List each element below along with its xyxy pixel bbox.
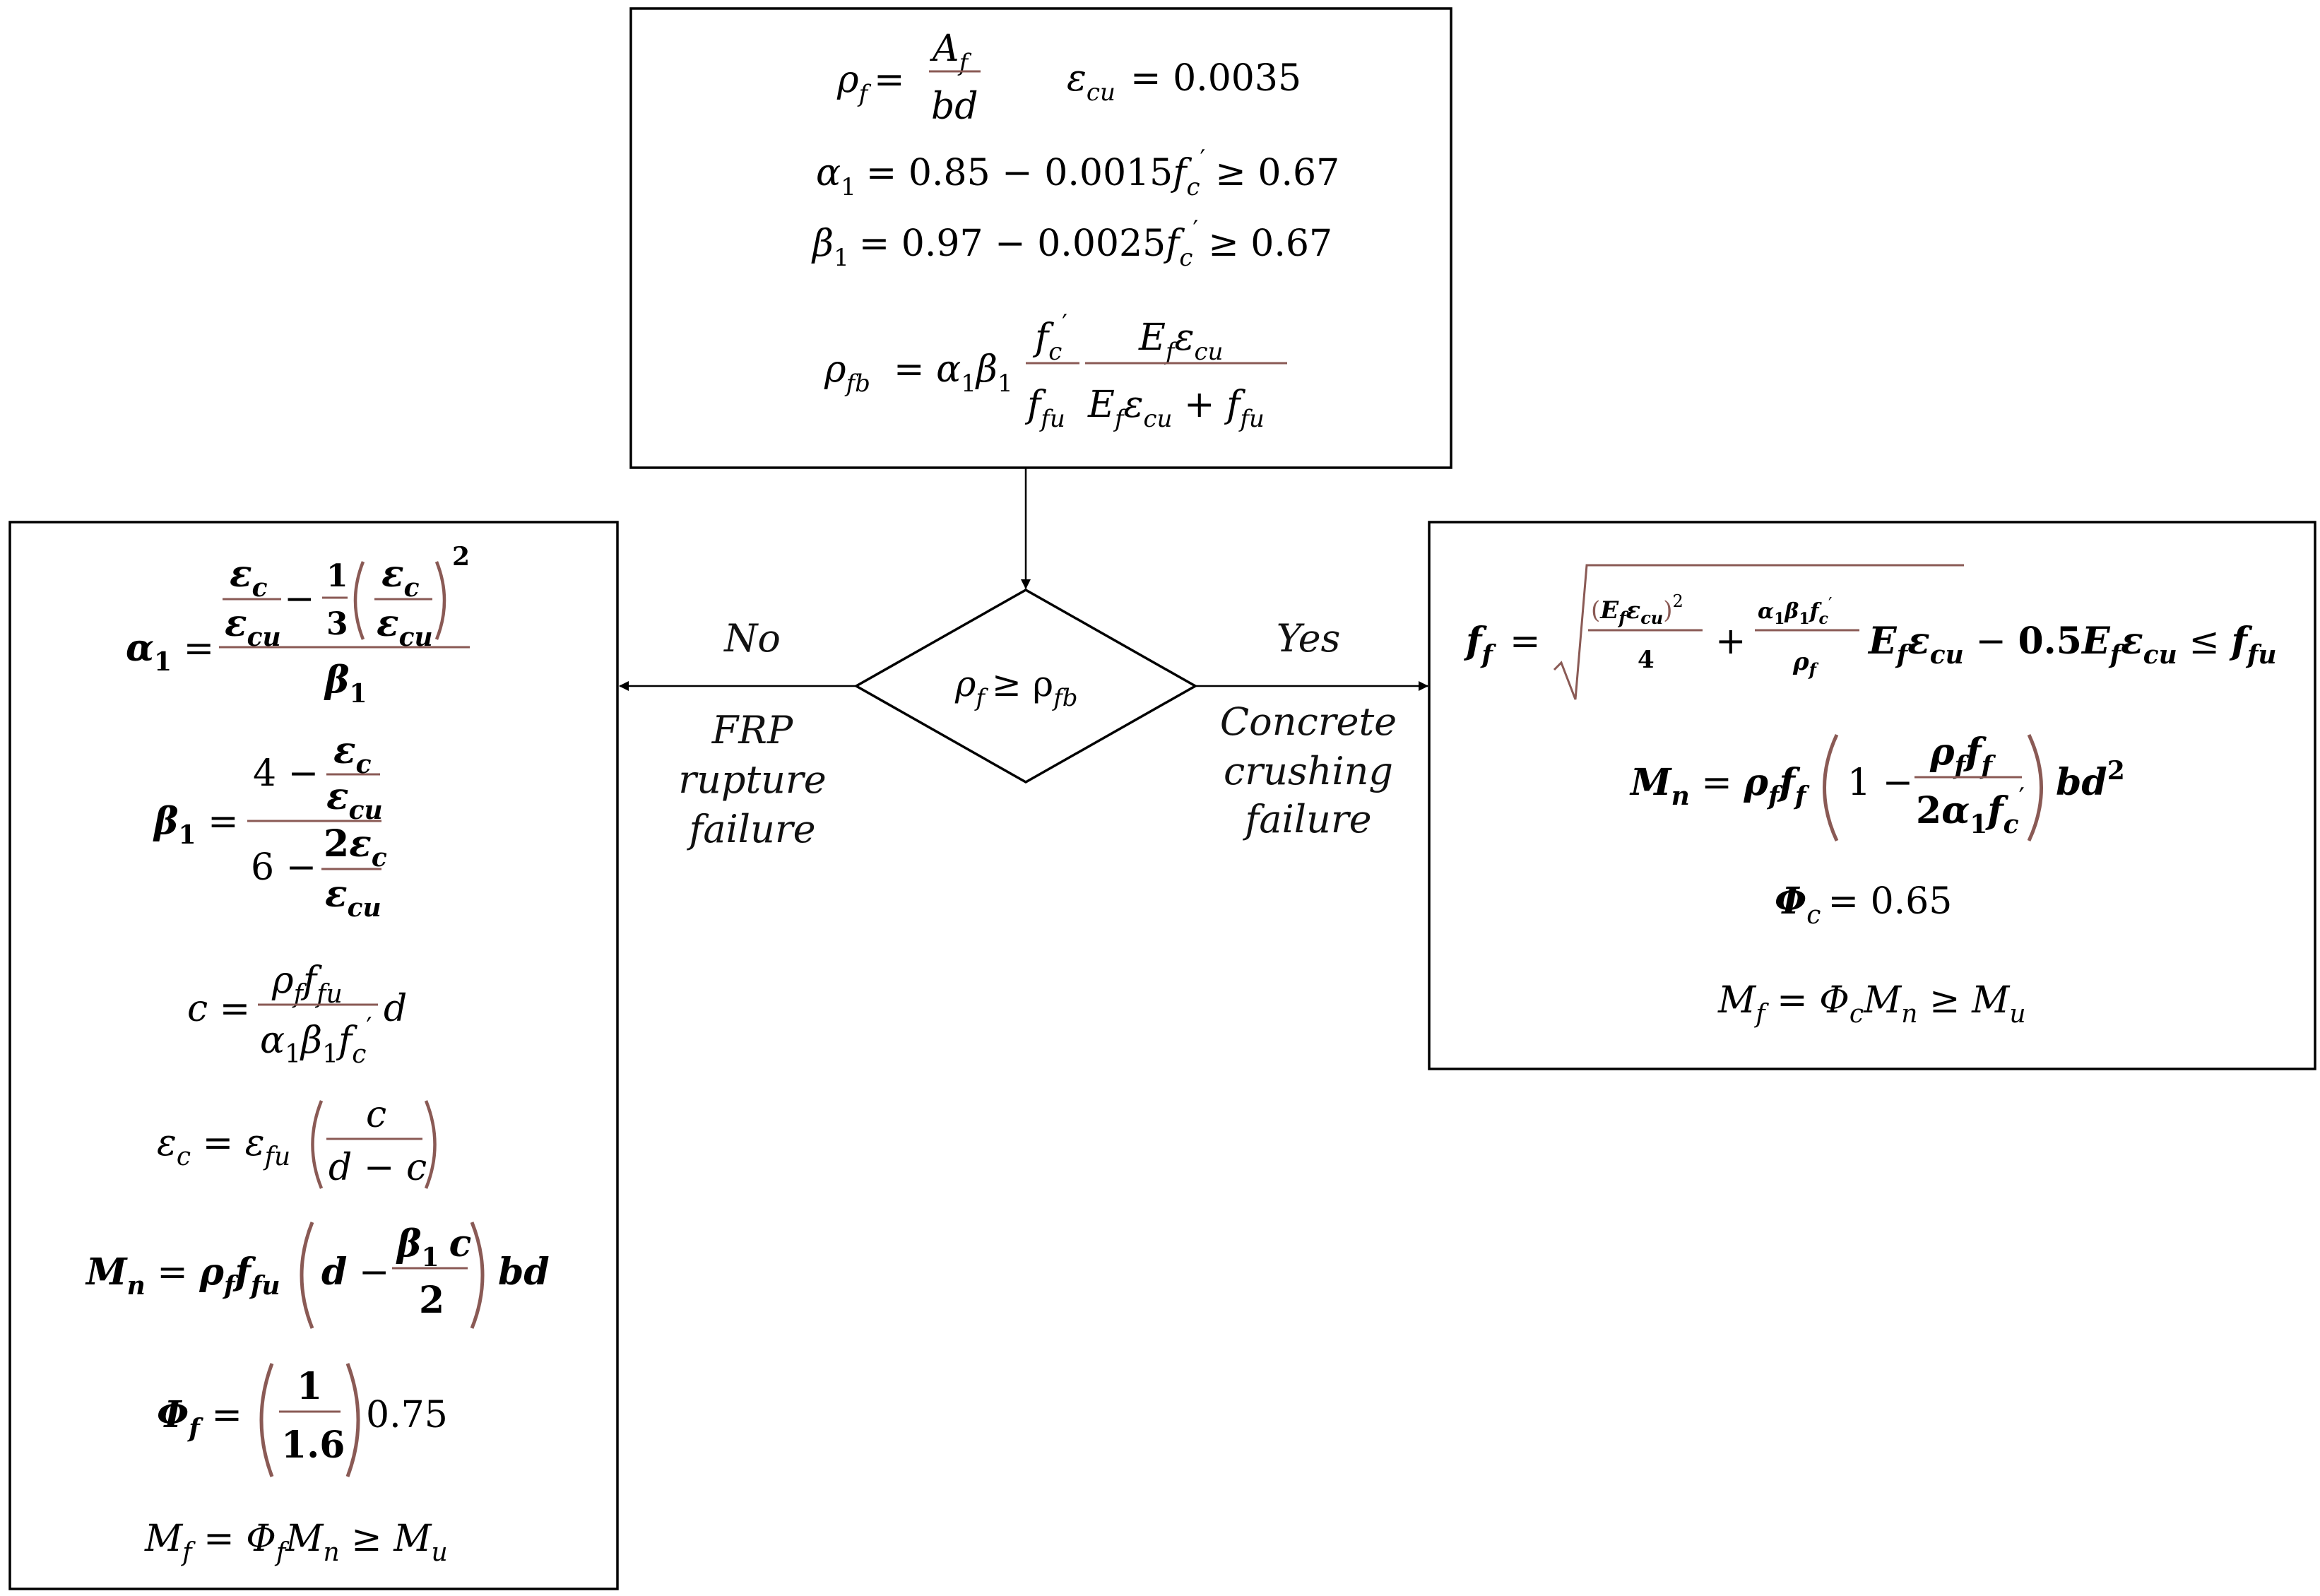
svg-text:β1c: β1c bbox=[396, 1222, 471, 1272]
svg-text:= 0.0035: = 0.0035 bbox=[1130, 57, 1301, 100]
svg-text:=: = bbox=[1510, 620, 1541, 663]
svg-text:Efεcu − 0.5Efεcu ≤ ffu: Efεcu − 0.5Efεcu ≤ ffu bbox=[1867, 620, 2277, 670]
top-box-equations: ρf = Af bd εcu = 0.0035 α1= 0.85 − 0.001… bbox=[811, 28, 1339, 433]
svg-text:Efεcu + ffu: Efεcu + ffu bbox=[1087, 384, 1265, 433]
svg-text:Φf =: Φf = bbox=[157, 1393, 242, 1443]
svg-text:d − c: d − c bbox=[329, 1147, 427, 1189]
svg-text:FRP: FRP bbox=[711, 708, 794, 752]
left-box bbox=[8, 521, 619, 1590]
svg-text:ρfffu: ρfffu bbox=[271, 959, 343, 1009]
eq-mf-left: Mf = ΦfMn ≥ Mu bbox=[144, 1518, 448, 1567]
svg-text:d −: d − bbox=[321, 1251, 389, 1294]
svg-text:Efεcu: Efεcu bbox=[1138, 317, 1223, 366]
svg-text:1: 1 bbox=[297, 1365, 322, 1408]
svg-text:εcu: εcu bbox=[325, 873, 381, 923]
svg-text:β1= 0.97 − 0.0025fc′≥ 0.67: β1= 0.97 − 0.0025fc′≥ 0.67 bbox=[811, 215, 1332, 272]
svg-text:β1 =: β1 = bbox=[153, 800, 239, 850]
svg-text:α1= 0.85 − 0.0015fc′≥ 0.67: α1= 0.85 − 0.0015fc′≥ 0.67 bbox=[816, 145, 1339, 201]
svg-text:= α1β1: = α1β1 bbox=[894, 348, 1013, 398]
svg-text:β1: β1 bbox=[324, 658, 367, 709]
eq-mn-right: Mn = ρfff 1 − ρfff 2α1fc′ bd2 bbox=[1629, 731, 2125, 842]
svg-text:2εc: 2εc bbox=[324, 822, 387, 873]
svg-text:εc = εfu: εc = εfu bbox=[157, 1122, 290, 1171]
svg-text:εc: εc bbox=[333, 729, 372, 779]
svg-text:εc: εc bbox=[230, 552, 268, 603]
svg-text:εcu: εcu bbox=[1067, 57, 1115, 107]
svg-text:εcu: εcu bbox=[377, 602, 433, 652]
eq-eps-c: εc = εfu c d − c bbox=[157, 1094, 437, 1189]
svg-text:Mf = ΦcMn ≥ Mu: Mf = ΦcMn ≥ Mu bbox=[1717, 979, 2026, 1029]
svg-text:εcu: εcu bbox=[225, 602, 281, 652]
svg-text:ρfff: ρfff bbox=[1929, 731, 1996, 781]
eq-mf-right: Mf = ΦcMn ≥ Mu bbox=[1717, 979, 2026, 1029]
svg-text:=: = bbox=[874, 59, 905, 101]
eq-phi-f: Φf = 1 1.6 0.75 bbox=[157, 1363, 448, 1477]
svg-text:rupture: rupture bbox=[678, 757, 826, 802]
eq-phi-c: Φc= 0.65 bbox=[1775, 880, 1952, 930]
left-box-equations: α1 = εc εcu − 1 3 εc εcu 2 β1 β1 = 4 − ε… bbox=[85, 542, 550, 1567]
svg-text:α1β1fc′: α1β1fc′ bbox=[1758, 594, 1832, 628]
yes-label: Yes bbox=[1277, 616, 1341, 661]
svg-text:−: − bbox=[284, 578, 315, 620]
svg-text:ρfb: ρfb bbox=[824, 348, 870, 398]
eq-ff: ff = (Efεcu)2 4 + α1β1fc′ ρf Efεcu − 0.5… bbox=[1463, 564, 2277, 700]
svg-text:+: + bbox=[1715, 620, 1746, 663]
svg-text:6 −: 6 − bbox=[251, 846, 316, 889]
svg-text:εcu: εcu bbox=[326, 775, 383, 825]
svg-text:failure: failure bbox=[686, 807, 815, 851]
svg-text:ffu: ffu bbox=[1024, 384, 1065, 433]
svg-text:bd: bd bbox=[931, 85, 978, 128]
svg-text:α1β1fc′: α1β1fc′ bbox=[260, 1013, 372, 1069]
svg-text:bd2: bd2 bbox=[2056, 756, 2125, 804]
svg-text:ρf: ρf bbox=[1792, 648, 1819, 680]
top-box bbox=[629, 7, 1452, 469]
svg-text:2: 2 bbox=[419, 1279, 444, 1322]
concrete-crushing-label: Concrete crushing failure bbox=[1220, 699, 1397, 841]
svg-text:εc: εc bbox=[381, 552, 420, 603]
svg-text:0.75: 0.75 bbox=[366, 1394, 448, 1436]
decision-diamond bbox=[853, 588, 1198, 784]
svg-text:4: 4 bbox=[1638, 646, 1655, 674]
eq-alpha1-left: α1 = εc εcu − 1 3 εc εcu 2 β1 bbox=[126, 542, 470, 709]
svg-text:Mf = ΦfMn ≥ Mu: Mf = ΦfMn ≥ Mu bbox=[144, 1518, 448, 1567]
svg-text:1.6: 1.6 bbox=[281, 1424, 345, 1467]
svg-text:(Efεcu)2: (Efεcu)2 bbox=[1591, 591, 1683, 628]
right-box bbox=[1428, 521, 2316, 1070]
eq-beta1-left: β1 = 4 − εc εcu 6 − 2εc εcu bbox=[153, 729, 387, 923]
eq-rho-f: ρf = Af bd bbox=[836, 28, 981, 128]
svg-text:bd: bd bbox=[498, 1251, 550, 1294]
svg-text:d: d bbox=[384, 988, 407, 1030]
svg-text:4 −: 4 − bbox=[253, 752, 319, 795]
frp-rupture-label: FRP rupture failure bbox=[678, 708, 826, 851]
svg-text:crushing: crushing bbox=[1224, 749, 1393, 793]
eq-alpha1-top: α1= 0.85 − 0.0015fc′≥ 0.67 bbox=[816, 145, 1339, 201]
svg-text:fc′: fc′ bbox=[1032, 309, 1067, 366]
svg-text:1: 1 bbox=[326, 558, 348, 594]
svg-text:Af: Af bbox=[930, 28, 972, 77]
svg-text:2α1fc′: 2α1fc′ bbox=[1916, 784, 2025, 839]
eq-c: c = ρfffu α1β1fc′ d bbox=[187, 959, 407, 1069]
svg-text:Mn = ρfffu: Mn = ρfffu bbox=[85, 1251, 280, 1301]
svg-text:c =: c = bbox=[187, 988, 250, 1030]
svg-text:Concrete: Concrete bbox=[1220, 699, 1397, 744]
svg-text:3: 3 bbox=[326, 606, 348, 642]
svg-text:Mn = ρfff: Mn = ρfff bbox=[1629, 761, 1810, 811]
svg-text:failure: failure bbox=[1242, 797, 1371, 841]
eq-beta1-top: β1= 0.97 − 0.0025fc′≥ 0.67 bbox=[811, 215, 1332, 272]
eq-rho-fb: ρfb = α1β1 fc′ ffu Efεcu Efεcu + ffu bbox=[824, 309, 1287, 433]
eq-eps-cu: εcu = 0.0035 bbox=[1067, 57, 1301, 107]
svg-text:Φc= 0.65: Φc= 0.65 bbox=[1775, 880, 1952, 930]
svg-text:2: 2 bbox=[452, 542, 470, 572]
svg-text:1 −: 1 − bbox=[1847, 762, 1913, 804]
no-label: No bbox=[723, 616, 781, 661]
svg-text:α1 =: α1 = bbox=[126, 627, 214, 677]
right-box-equations: ff = (Efεcu)2 4 + α1β1fc′ ρf Efεcu − 0.5… bbox=[1463, 564, 2277, 1029]
svg-text:ff: ff bbox=[1463, 620, 1496, 670]
svg-text:c: c bbox=[366, 1094, 386, 1136]
svg-text:ρf: ρf bbox=[836, 59, 872, 108]
